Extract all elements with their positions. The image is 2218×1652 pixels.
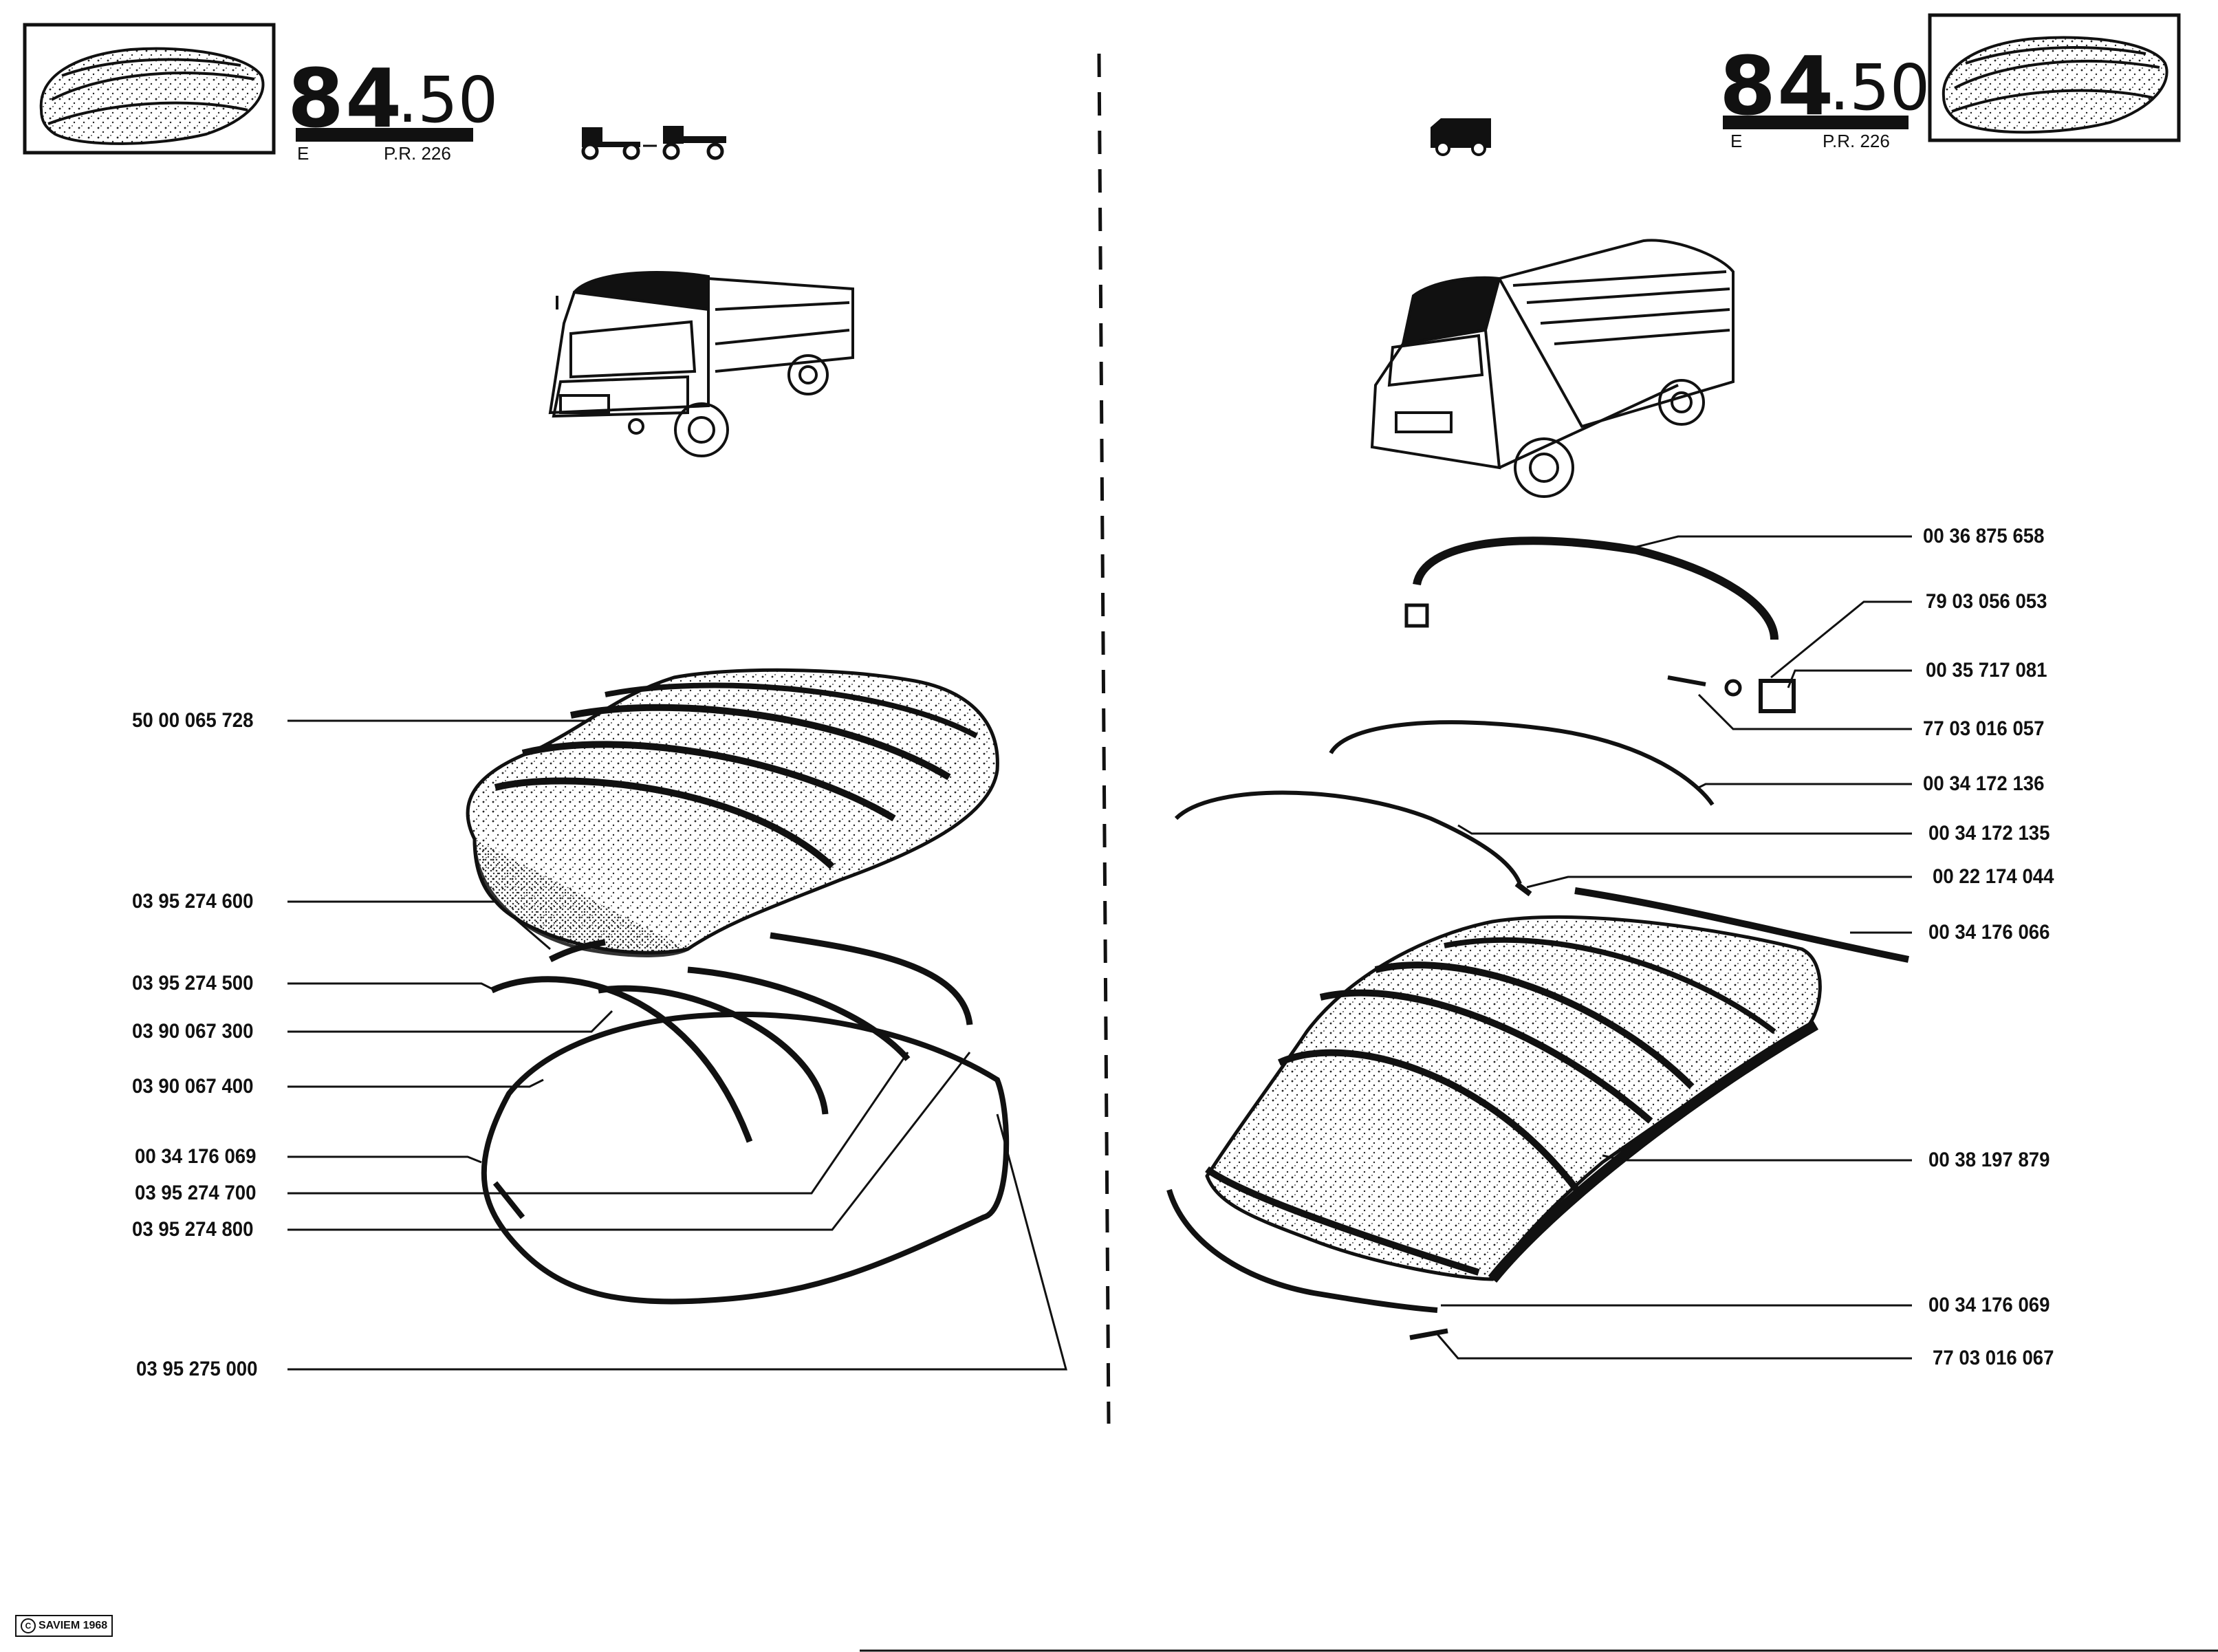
header-letter: E	[297, 143, 309, 164]
part-number-label: 03 95 274 500	[132, 972, 254, 995]
roof-thumbnail-icon	[1928, 13, 2181, 142]
header-ref: P.R. 226	[384, 143, 451, 164]
leader-lines-left	[287, 719, 1067, 1371]
header-rule	[1723, 116, 1909, 129]
part-number-label: 03 95 274 600	[132, 890, 254, 913]
leader-lines-right	[1436, 535, 1912, 1360]
section-code-sub: .50	[398, 63, 499, 137]
part-number-label: 03 90 067 300	[132, 1020, 254, 1043]
header-ref: P.R. 226	[1823, 131, 1890, 151]
roof-seals-left	[481, 932, 1010, 1305]
part-number-label: 79 03 056 053	[1926, 590, 2047, 613]
part-number-label: 00 22 174 044	[1933, 865, 2054, 888]
part-number-label: 00 38 197 879	[1928, 1149, 2050, 1171]
part-number-label: 77 03 016 057	[1923, 717, 2045, 740]
part-number-label: 77 03 016 067	[1933, 1347, 2054, 1369]
part-number-label: 00 36 875 658	[1923, 525, 2045, 547]
truck-chassis-icon	[581, 127, 657, 160]
van-illustration	[1370, 239, 1735, 498]
flatbed-truck-illustration	[548, 270, 854, 457]
roof-panel-right	[1205, 915, 1822, 1283]
part-number-label: 03 95 274 700	[135, 1182, 257, 1204]
copyright-icon: C	[21, 1618, 36, 1633]
header-rule	[296, 128, 473, 142]
section-code-sub: .50	[1829, 51, 1931, 124]
roof-panel-left	[466, 668, 999, 957]
part-number-label: 03 95 275 000	[136, 1358, 258, 1380]
section-code-main: 84	[1719, 39, 1836, 133]
part-number-label: 00 35 717 081	[1926, 659, 2047, 682]
roof-seals-right	[1166, 536, 1909, 1340]
flatbed-truck-icon	[662, 126, 726, 160]
part-number-label: 03 95 274 800	[132, 1218, 254, 1241]
part-number-label: 03 90 067 400	[132, 1075, 254, 1098]
part-number-label: 00 34 176 069	[1928, 1294, 2050, 1316]
part-number-label: 00 34 176 066	[1928, 921, 2050, 944]
part-number-label: 00 34 172 136	[1923, 772, 2045, 795]
section-code-main: 84	[287, 51, 404, 146]
page-divider	[1097, 53, 1111, 1424]
header-letter: E	[1730, 131, 1743, 151]
van-icon	[1431, 118, 1491, 156]
part-number-label: 50 00 065 728	[132, 709, 254, 732]
copyright-text: SAVIEM 1968	[39, 1620, 108, 1631]
part-number-label: 00 34 172 135	[1928, 822, 2050, 845]
part-number-label: 00 34 176 069	[135, 1145, 257, 1168]
roof-thumbnail-icon	[23, 23, 276, 155]
